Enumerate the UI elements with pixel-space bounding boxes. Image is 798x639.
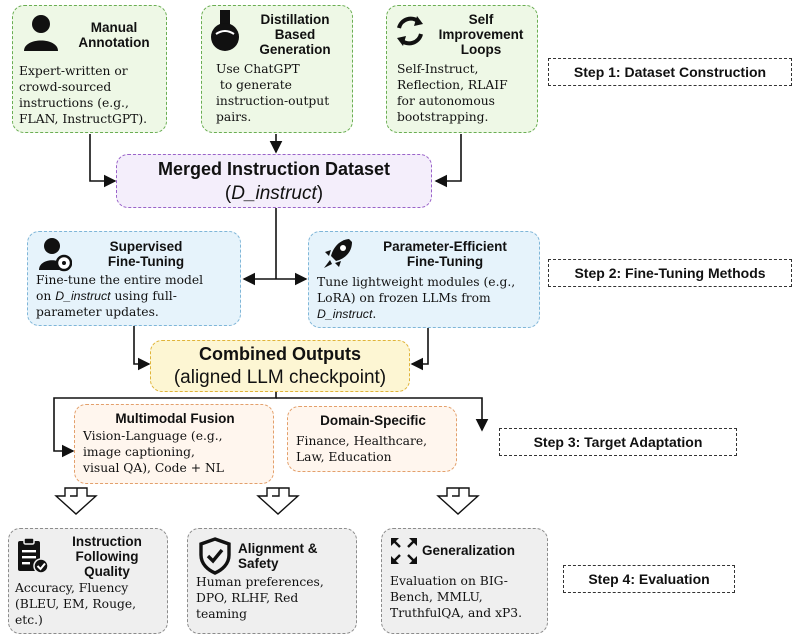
- generalization-text: Evaluation on BIG-Bench, MMLU,TruthfulQA…: [390, 574, 523, 620]
- combined-subtitle: (aligned LLM checkpoint): [173, 367, 387, 388]
- multimodal-text: Vision-Language (e.g.,image captioning,v…: [83, 429, 224, 475]
- cycle-arrows-icon: [397, 16, 423, 46]
- peft-text: Tune lightweight modules (e.g., LoRA) on…: [317, 275, 516, 321]
- step3-label: Step 3: Target Adaptation: [499, 428, 737, 456]
- multimodal-box: Multimodal Fusion Vision-Language (e.g.,…: [74, 404, 274, 484]
- merged-subtitle: (D_instruct): [224, 183, 324, 204]
- flask-icon: [211, 10, 239, 51]
- step1-label: Step 1: Dataset Construction: [548, 58, 792, 86]
- domain-specific-box: Domain-Specific Finance, Healthcare,Law,…: [287, 406, 457, 472]
- domain-specific-title: Domain-Specific: [320, 413, 426, 428]
- user-gear-icon: [39, 238, 72, 272]
- instruction-quality-text: Accuracy, Fluency(BLEU, EM, Rouge,etc.): [15, 581, 137, 627]
- alignment-safety-title: Alignment &Safety: [238, 541, 318, 571]
- shield-check-icon: [199, 537, 231, 575]
- self-improvement-text: Self-Instruct,Reflection, RLAIF for auto…: [397, 62, 508, 124]
- rocket-icon: [324, 239, 352, 268]
- domain-specific-text: Finance, Healthcare,Law, Education: [296, 434, 428, 464]
- clipboard-check-icon: [18, 537, 49, 574]
- step2-label: Step 2: Fine-Tuning Methods: [548, 259, 792, 287]
- generalization-box: Generalization Evaluation on BIG-Bench, …: [381, 528, 548, 634]
- supervised-ft-text: Fine-tune the entire model on D_instruct…: [36, 273, 204, 319]
- merged-dataset-box: Merged Instruction Dataset (D_instruct): [116, 154, 432, 208]
- combined-outputs-box: Combined Outputs (aligned LLM checkpoint…: [150, 340, 410, 392]
- generalization-title: Generalization: [422, 543, 516, 558]
- distillation-text: Use ChatGPT to generate instruction-outp…: [216, 62, 330, 124]
- person-icon: [24, 15, 58, 51]
- expand-arrows-icon: [391, 538, 417, 564]
- multimodal-title: Multimodal Fusion: [115, 411, 235, 426]
- merged-title: Merged Instruction Dataset: [157, 159, 391, 179]
- combined-title: Combined Outputs: [199, 344, 361, 364]
- alignment-safety-box: Alignment &Safety Human preferences,DPO,…: [187, 528, 357, 634]
- step4-label: Step 4: Evaluation: [563, 565, 735, 593]
